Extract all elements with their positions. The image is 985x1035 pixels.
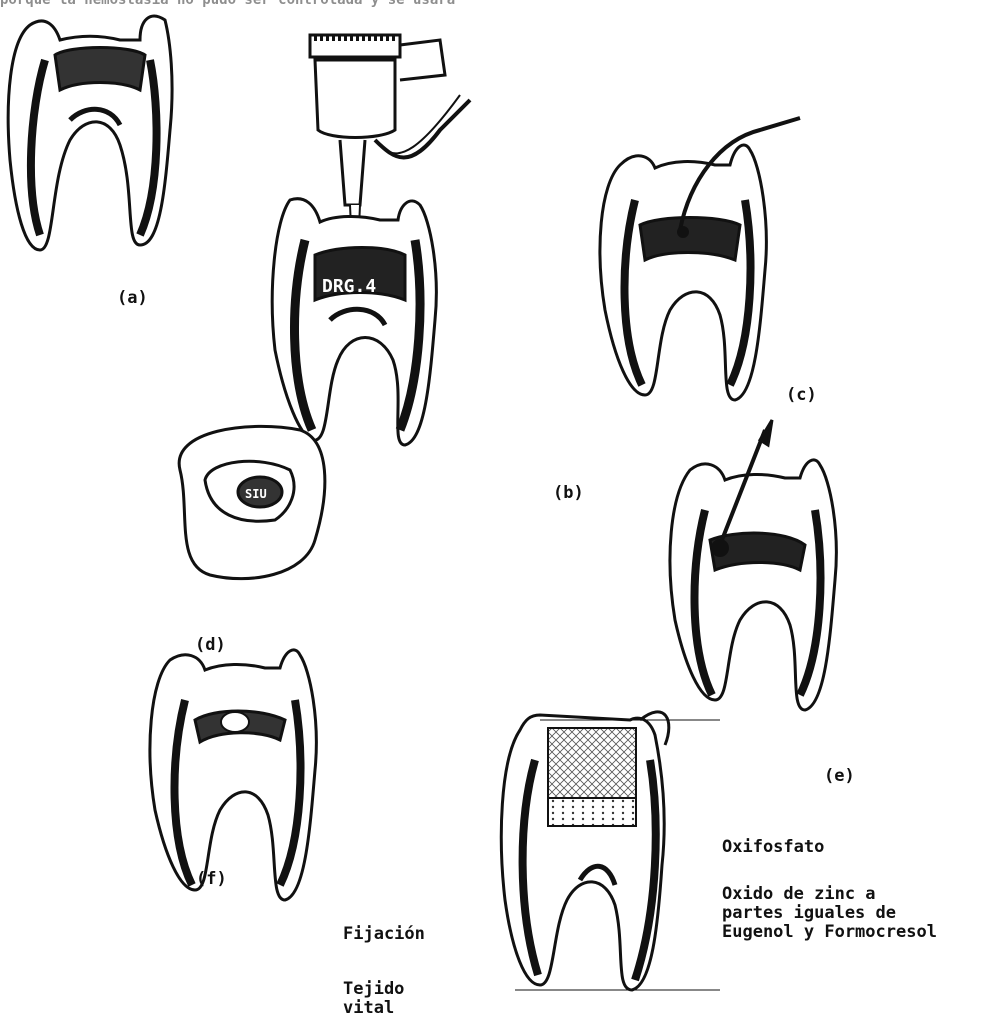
tooth-restored [501, 712, 720, 990]
panel-label-a: (a) [117, 289, 148, 308]
annotation-fijacion: Fijación [343, 925, 425, 944]
panel-label-d: (d) [195, 636, 226, 655]
svg-text:DRG.4: DRG.4 [322, 276, 376, 297]
panel-label-f: (f) [196, 870, 227, 889]
tooth-f [150, 650, 316, 900]
occlusal-view-d: SIU [179, 426, 325, 578]
annotation-oxifosfato: Oxifosfato [722, 838, 824, 857]
tooth-a [8, 16, 172, 250]
svg-text:SIU: SIU [245, 487, 267, 501]
tooth-c [600, 118, 800, 400]
tooth-b: DRG.4 [272, 199, 436, 445]
tooth-e [670, 420, 836, 710]
panel-label-c: (c) [786, 386, 817, 405]
annotation-oxido-zinc: Oxido de zinc a partes iguales de Eugeno… [722, 885, 937, 942]
panel-label-b: (b) [553, 484, 584, 503]
annotation-tejido-vital: Tejido vital [343, 980, 404, 1018]
panel-label-e: (e) [824, 767, 855, 786]
